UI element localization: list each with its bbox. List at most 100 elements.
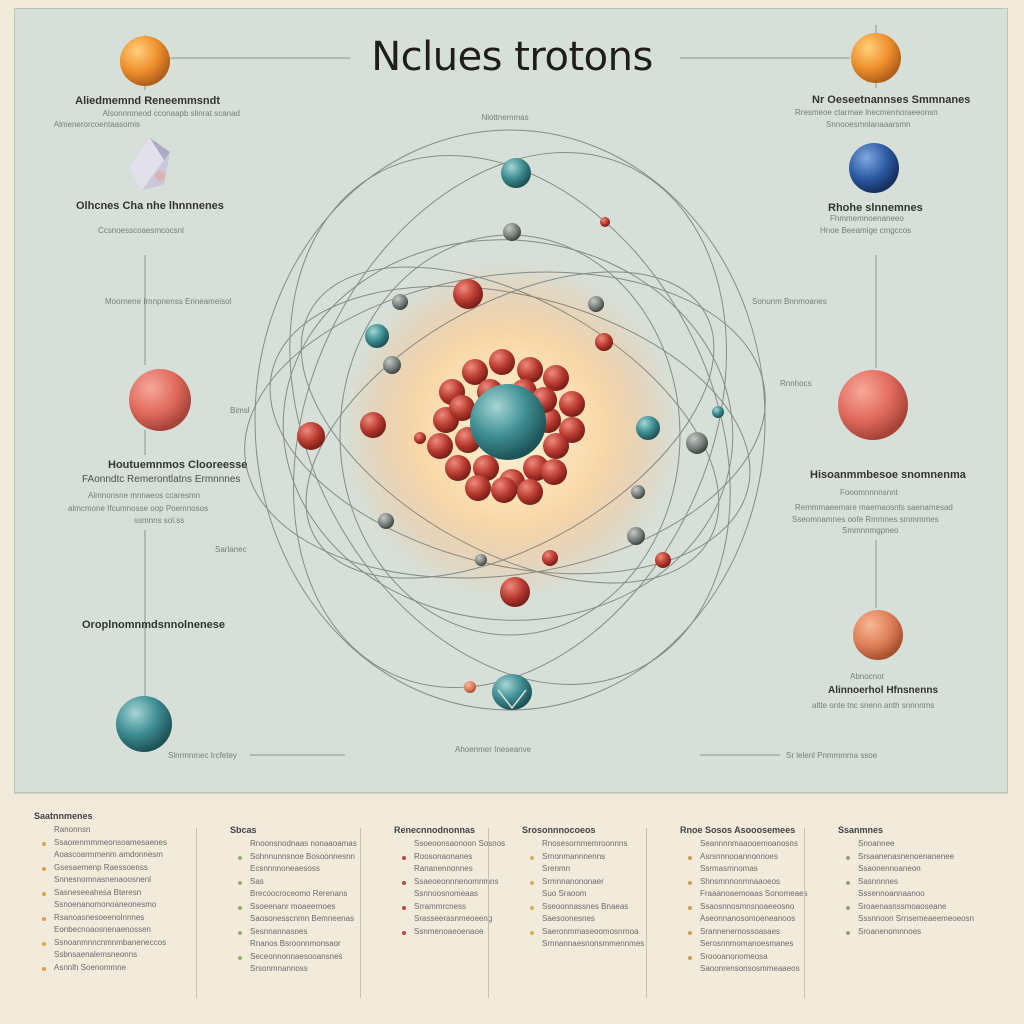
legend-bullet-icon	[688, 855, 692, 860]
legend-bullet-icon	[238, 855, 242, 860]
legend-line: Brecoocroceomo Rerenans	[250, 889, 348, 898]
legend-line: Srmnnanononaer	[542, 876, 604, 886]
legend-column-heading: Rnoe Sosos Asooosemees	[680, 825, 796, 835]
right-blue-line1: Fhmmemnoenaneeo	[830, 214, 904, 223]
legend-bullet-icon	[42, 891, 46, 896]
legend-bullet-icon	[238, 880, 242, 885]
bottom-center-label: Ahoenmer Ineseanve	[455, 745, 532, 754]
legend-line: Ssaonennoaneon	[858, 864, 921, 873]
left-mid-side: Bimsl	[230, 406, 250, 415]
legend-bullet-icon	[530, 905, 534, 910]
page-title: Nclues trotons	[371, 34, 653, 80]
electron-2	[365, 324, 389, 348]
legend-divider	[804, 828, 805, 998]
electron-0	[501, 158, 531, 188]
legend-line: Srasseerasnmeoeeng	[414, 914, 493, 923]
legend-line: Sohnnunnsnoe Bosoonnesnn	[250, 851, 355, 861]
electron-7	[500, 577, 530, 607]
legend-bullet-icon	[238, 905, 242, 910]
right-red-line4: Smmnnmgpneo	[842, 526, 899, 535]
electron-12	[383, 356, 401, 374]
legend-line: Srannenernossoasaes	[700, 926, 781, 936]
legend-line: Sseoonnassnes Bnaeas	[542, 901, 629, 911]
legend-line: Ssnmenoaeoenaoe	[414, 926, 484, 936]
electron-6	[595, 333, 613, 351]
electron-3	[360, 412, 386, 438]
right-mid-side: Rnnhocs	[780, 379, 812, 388]
nucleon-20	[449, 395, 475, 421]
legend-divider	[196, 828, 197, 998]
nucleon-0	[462, 359, 488, 385]
legend-bullet-icon	[42, 866, 46, 871]
legend-bullet-icon	[688, 905, 692, 910]
electron-9	[503, 223, 521, 241]
legend-line: Suo Sraoom	[542, 889, 587, 898]
legend-divider	[488, 828, 489, 998]
nucleon-17	[517, 479, 543, 505]
nucleon-16	[491, 477, 517, 503]
legend-line: Asrsnnnooannonnoes	[700, 851, 778, 861]
electron-14	[378, 513, 394, 529]
legend-line: Ssoeoonsaonoon Sosnos	[414, 839, 506, 848]
legend-bullet-icon	[402, 930, 406, 935]
legend-line: Rnosesornmemroonnns	[542, 839, 628, 848]
legend-bullet-icon	[402, 905, 406, 910]
legend-line: Eonbecnoaosnenaenossen	[54, 925, 151, 934]
bottom-sphere	[492, 674, 532, 710]
electron-22	[414, 432, 426, 444]
bottom-left-label: Slnrmnmec Ircfetey	[168, 751, 237, 760]
right-blue-line2: Hnoe Beeamige cmgccos	[820, 226, 912, 235]
legend-line: Ssnoenanomonoaneonesmo	[54, 900, 157, 909]
left-bottom-title: Oroplnomnmdsnnolnenese	[82, 619, 226, 631]
legend-line: Snnesnomnasnenaoosnenl	[54, 875, 151, 884]
left-cube-title: Olhcnes Cha nhe lhnnnenes	[76, 200, 224, 212]
right-low-line2: altte onte tnc snenn anth snnnnms	[812, 701, 935, 710]
nucleon-5	[559, 391, 585, 417]
right-red-line1: Fooomnnnnsnnt	[840, 488, 898, 497]
legend-line: Saeronmmaseoomosnrnoa	[542, 926, 639, 936]
legend-line: Roosonaonanes	[414, 851, 473, 861]
legend-bullet-icon	[238, 930, 242, 935]
nucleon-9	[543, 433, 569, 459]
legend-column-heading: Srosonnnocoeos	[522, 825, 596, 835]
right-top-line2: Snnooesmnlanaaarsmn	[826, 120, 911, 129]
electron-17	[600, 217, 610, 227]
legend-line: Aseonnanosomoeneanoos	[700, 914, 796, 923]
legend-line: Serosnnmomanoesmanes	[700, 939, 794, 948]
legend-line: Sasneseeahesa Bteresn	[54, 887, 142, 897]
red-sphere-left	[129, 369, 191, 431]
orange-sphere-left	[120, 36, 170, 86]
left-red-line2: Almnonsne mnnaeos ccaresmn	[88, 491, 201, 500]
nucleus-core	[470, 384, 546, 460]
legend-line: Srenmn	[542, 864, 571, 873]
left-red-line4: ssmnns sol.ss	[134, 516, 185, 525]
right-blue-title: Rhohe slnnemnes	[828, 202, 923, 214]
legend-line: Saoonrensonsosmmeaaeos	[700, 964, 800, 973]
legend-column-heading: Saatnnmenes	[34, 811, 93, 821]
legend-line: Ssaorenmmmeonsoamesaenes	[54, 837, 167, 847]
bottom-right-label: Sr lelenl Pnmmmma ssoe	[786, 751, 878, 760]
nucleon-8	[427, 433, 453, 459]
legend-line: Sroooanonomeosa	[700, 951, 768, 961]
red-sphere-right	[838, 370, 908, 440]
electron-21	[475, 554, 487, 566]
legend-line: Srsonmnannoss	[250, 964, 308, 973]
left-red-line1: FAonndtc Remerontlatns Ermnnnes	[82, 474, 241, 485]
legend-bullet-icon	[402, 855, 406, 860]
electron-18	[712, 406, 724, 418]
legend-line: Srsaanenasnenoenanenee	[858, 851, 955, 861]
left-top-line2: Almenerorcoentaasomis	[53, 120, 140, 129]
nucleon-15	[465, 475, 491, 501]
legend-line: Snoannee	[858, 839, 895, 848]
legend-panel	[14, 793, 1008, 1015]
legend-bullet-icon	[238, 955, 242, 960]
legend-line: Seceonnonnaesooansnes	[250, 951, 343, 961]
legend-line: Sssnnoon Srnsemeaeemeoeosn	[858, 914, 975, 923]
electron-4	[297, 422, 325, 450]
electron-19	[464, 681, 476, 693]
legend-bullet-icon	[688, 955, 692, 960]
legend-line: Shnsmnnonmnaaoeos	[700, 876, 781, 886]
nucleon-2	[517, 357, 543, 383]
left-low-side: Sarlanec	[215, 545, 247, 554]
